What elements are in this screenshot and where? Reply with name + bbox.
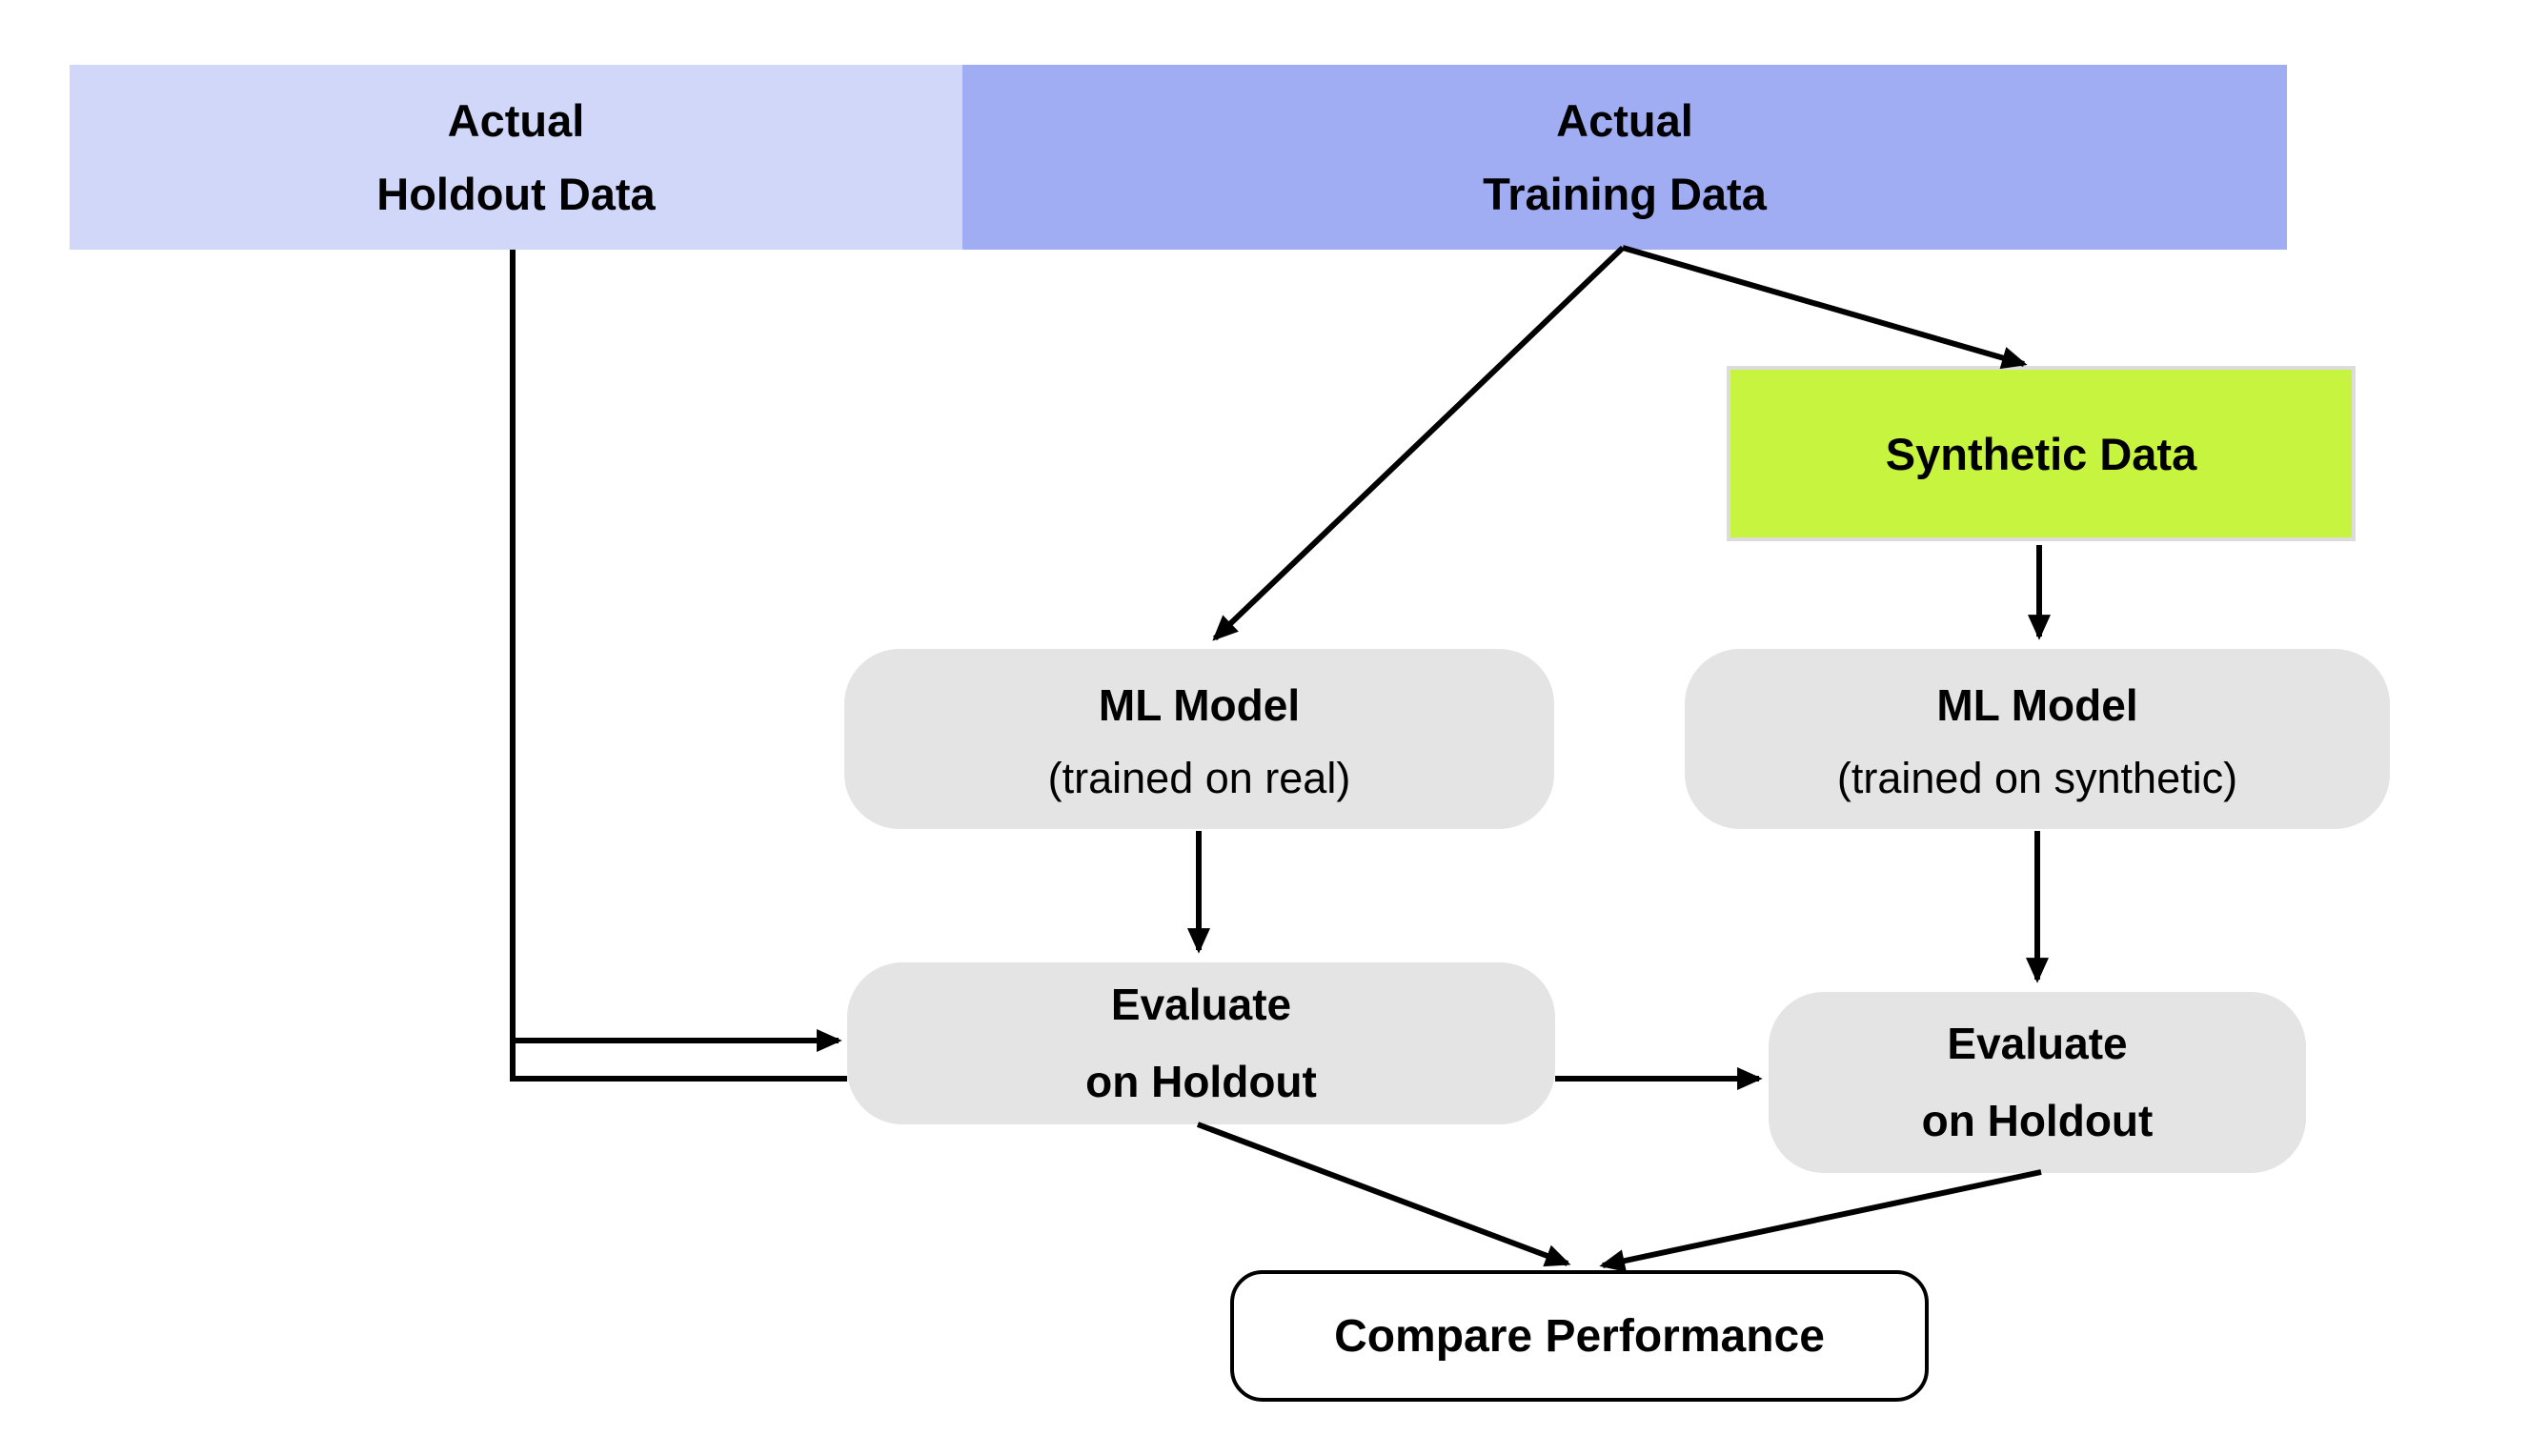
evaluate-left-line1: Evaluate <box>1110 980 1292 1030</box>
ml-model-synthetic-title: ML Model <box>1936 680 2138 731</box>
ml-model-synthetic-subtitle: (trained on synthetic) <box>1836 754 2238 803</box>
edge-holdout-elbow-line <box>510 250 847 1082</box>
ml-model-real-title: ML Model <box>1098 680 1301 731</box>
actual-training-line1: Actual <box>1556 94 1693 146</box>
node-actual-training-data: Actual Training Data <box>962 65 2287 250</box>
node-evaluate-holdout-left: Evaluate on Holdout <box>847 962 1555 1124</box>
evaluate-left-line2: on Holdout <box>1085 1057 1317 1106</box>
evaluate-right-line2: on Holdout <box>1921 1096 2154 1145</box>
node-actual-holdout-data: Actual Holdout Data <box>70 65 962 250</box>
compare-performance-label: Compare Performance <box>1334 1310 1825 1362</box>
node-compare-performance: Compare Performance <box>1230 1270 1929 1402</box>
edge-training-to-ml-real <box>1212 245 1626 641</box>
actual-training-line2: Training Data <box>1483 169 1767 219</box>
synthetic-data-label: Synthetic Data <box>1885 428 2197 479</box>
edge-training-to-synthetic <box>1622 245 2028 370</box>
node-ml-model-synthetic: ML Model (trained on synthetic) <box>1685 649 2390 829</box>
node-evaluate-holdout-right: Evaluate on Holdout <box>1769 992 2306 1173</box>
actual-holdout-line2: Holdout Data <box>376 169 656 219</box>
actual-holdout-line1: Actual <box>447 94 585 146</box>
ml-model-real-subtitle: (trained on real) <box>1047 754 1351 803</box>
edge-evaluate-right-to-compare <box>1599 1169 2042 1272</box>
node-synthetic-data: Synthetic Data <box>1727 366 2356 541</box>
edge-evaluate-left-to-compare <box>1196 1122 1571 1267</box>
evaluate-right-line1: Evaluate <box>1947 1019 2128 1069</box>
node-ml-model-real: ML Model (trained on real) <box>844 649 1554 829</box>
